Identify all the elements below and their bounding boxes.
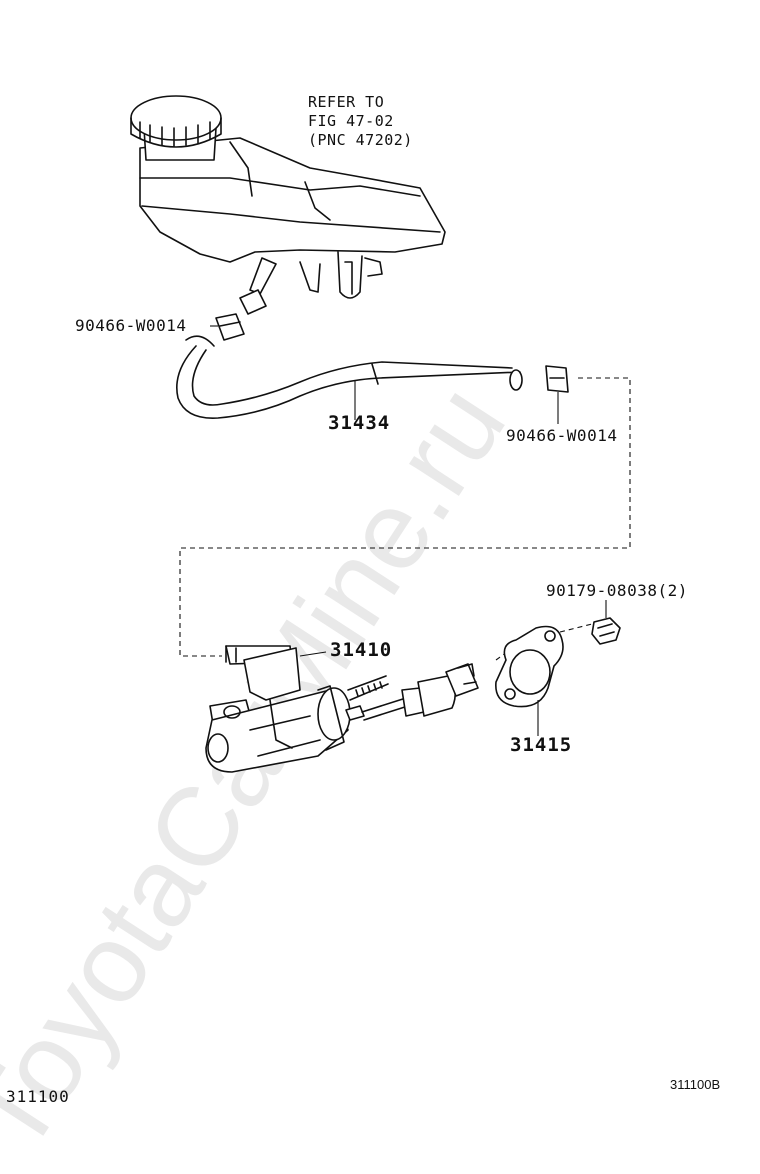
parts-diagram [130,95,631,773]
hose-drawing [176,335,523,420]
reference-note-line-2: FIG 47-02 [308,112,394,130]
reference-note-line-3: (PNC 47202) [308,131,413,149]
clip-lower-drawing [545,365,569,424]
illustration-code: 311100B [670,1077,721,1092]
reference-note-line-1: REFER TO [308,93,385,111]
master-cylinder-drawing [205,645,479,773]
part-label-master-cylinder[interactable]: 31410 [330,639,393,661]
connection-route [179,377,631,657]
part-label-gasket[interactable]: 31415 [510,734,573,756]
part-label-hose[interactable]: 31434 [328,412,391,434]
part-label-clip-lower[interactable]: 90466-W0014 [506,426,618,445]
part-label-clip-upper[interactable]: 90466-W0014 [75,316,187,335]
nut-drawing [591,600,621,645]
gasket-drawing [495,625,564,736]
clip-upper-drawing [210,313,245,341]
reservoir-tank [130,95,446,315]
part-label-nut[interactable]: 90179-08038(2) [546,581,688,600]
nut-axis [559,623,593,633]
figure-code: 311100 [6,1087,70,1106]
